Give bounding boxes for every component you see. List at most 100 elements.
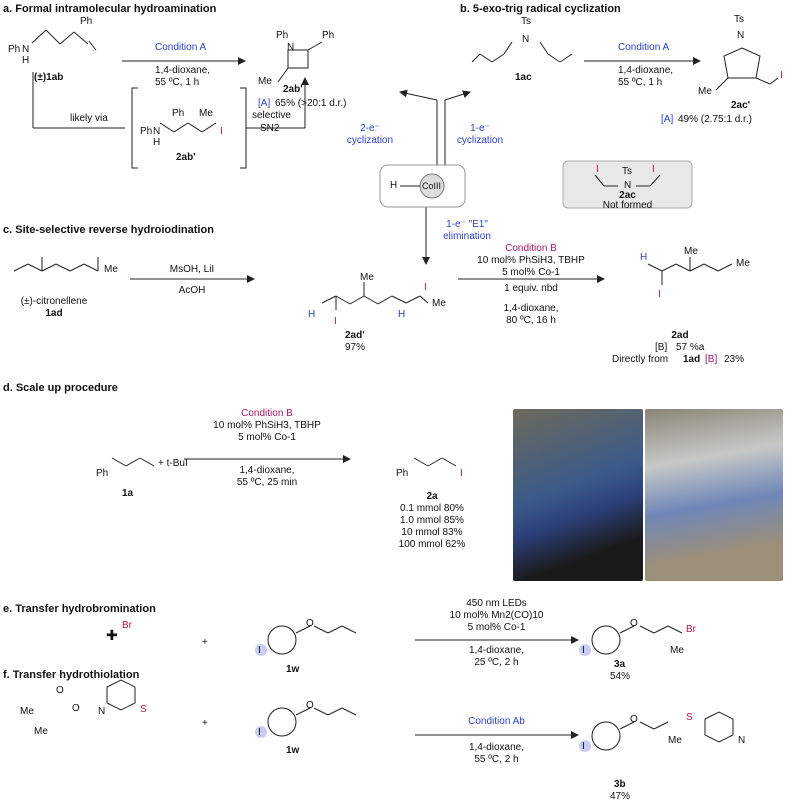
intermediate-label-2ad: 2ad' — [345, 330, 365, 341]
sm-label-1ac: 1ac — [515, 72, 532, 83]
sn2-label: SN2 — [260, 123, 280, 134]
condition-a-label: Condition A — [155, 42, 207, 53]
cond-d-line4: 55 ºC, 25 min — [236, 477, 298, 488]
atom-me: Me — [104, 264, 118, 275]
yield-f: 47% — [610, 791, 631, 802]
yield-a: 65% (>20:1 d.r.) — [275, 98, 347, 109]
catalyst-h: H — [390, 180, 398, 191]
cond-e-line3: 5 mol% Co-1 — [467, 622, 526, 633]
temp-time-b: 55 ºC, 1 h — [618, 77, 663, 88]
atom-ph: Ph — [276, 30, 289, 41]
atom-n: N — [98, 706, 106, 717]
scale-row: 0.1 mmol 80% — [400, 503, 464, 514]
sm-label-1a: 1a — [122, 488, 134, 499]
direct-sm: 1ad — [683, 354, 701, 365]
tbu-br-center: ✚ — [106, 627, 118, 643]
atom-o: O — [306, 618, 314, 629]
direct-yield: 23% — [724, 354, 745, 365]
likely-via-label: likely via — [70, 113, 108, 124]
plus-sign: + — [202, 637, 208, 648]
atom-ph: Ph — [322, 30, 335, 41]
condition-b-section-label: Condition A — [618, 42, 670, 53]
atom-i: I — [596, 164, 599, 175]
atom-me: Me — [34, 726, 48, 737]
product-label-2ab: 2ab' — [283, 84, 303, 95]
atom-h: H — [398, 309, 406, 320]
reagent-acoh: AcOH — [178, 285, 206, 296]
cond-c-line1: 10 mol% PhSiH3, TBHP — [477, 255, 585, 266]
atom-s: S — [140, 704, 147, 715]
atom-i: I — [582, 645, 585, 656]
reagent-tbui: + t-BuI — [158, 458, 188, 469]
sm-label-1w-f: 1w — [286, 745, 300, 756]
atom-o: O — [630, 714, 638, 725]
cond-d-line2: 5 mol% Co-1 — [238, 432, 296, 443]
atom-br: Br — [122, 620, 132, 631]
atom-i: I — [780, 70, 783, 81]
atom-o: O — [630, 618, 638, 629]
atom-i: I — [258, 727, 261, 738]
atom-h: H — [153, 137, 161, 148]
cond-c-line3: 1 equiv. nbd — [504, 283, 558, 294]
atom-n: N — [624, 180, 632, 191]
atom-n: N — [522, 34, 530, 45]
atom-me: Me — [684, 246, 698, 257]
atom-me: Me — [670, 645, 684, 656]
atom-me: Me — [698, 86, 712, 97]
intermediate-label-2ab: 2ab' — [176, 152, 196, 163]
yield-tag-c: [B] — [655, 342, 668, 353]
atom-n: N — [737, 30, 745, 41]
cond-c-line4: 1,4-dioxane, — [503, 303, 559, 314]
not-formed-text: Not formed — [602, 200, 653, 211]
product-label-2a: 2a — [426, 491, 438, 502]
intermediate-yield: 97% — [345, 342, 366, 353]
condition-b-label: Condition B — [505, 243, 557, 254]
heading-a: a. Formal intramolecular hydroamination — [3, 3, 217, 15]
condition-a-f: Condition Ab — [468, 716, 525, 727]
solvent-b: 1,4-dioxane, — [618, 65, 674, 76]
heading-d: d. Scale up procedure — [3, 382, 118, 394]
plus-sign: + — [202, 718, 208, 729]
direct-label: Directly from — [612, 354, 669, 365]
atom-me: Me — [736, 258, 750, 269]
atom-i: I — [658, 289, 661, 300]
atom-ph: Ph — [8, 44, 21, 55]
atom-n: N — [22, 44, 30, 55]
cond-d-line1: 10 mol% PhSiH3, TBHP — [213, 420, 321, 431]
atom-h: H — [22, 55, 30, 66]
scale-row: 10 mmol 83% — [401, 527, 463, 538]
mode-e1-sub: elimination — [443, 231, 491, 242]
atom-ts: Ts — [622, 166, 632, 177]
atom-i: I — [582, 741, 585, 752]
atom-o: O — [56, 685, 64, 696]
mode-e1-label: 1-e⁻ "E1" — [446, 219, 488, 230]
mode-1e-label: 1-e⁻ — [470, 123, 490, 134]
atom-ph: Ph — [140, 126, 153, 137]
atom-me: Me — [668, 735, 682, 746]
atom-n: N — [153, 126, 161, 137]
atom-i: I — [424, 282, 427, 293]
scale-row: 100 mmol 62% — [398, 539, 466, 550]
selective-label: selective — [252, 110, 291, 121]
product-label-3b: 3b — [614, 779, 626, 790]
cond-e-line1: 450 nm LEDs — [466, 598, 527, 609]
cond-e-line5: 25 ºC, 2 h — [474, 657, 519, 668]
cond-f-line1: 1,4-dioxane, — [468, 742, 525, 753]
atom-me: Me — [199, 108, 213, 119]
yield-tag-a: [A] — [258, 98, 271, 109]
atom-ph: Ph — [396, 468, 409, 479]
atom-ts: Ts — [521, 16, 531, 27]
heading-b: b. 5-exo-trig radical cyclization — [460, 3, 621, 15]
catalyst-co: CoIII — [422, 181, 442, 191]
atom-me: Me — [258, 76, 272, 87]
atom-o: O — [306, 700, 314, 711]
atom-n: N — [287, 42, 295, 53]
scale-row: 1.0 mmol 85% — [400, 515, 464, 526]
solvent-a: 1,4-dioxane, — [155, 65, 211, 76]
atom-ph: Ph — [96, 468, 109, 479]
atom-me: Me — [360, 272, 374, 283]
sm-name-citronellene: (±)-citronellene — [20, 296, 88, 307]
atom-h: H — [308, 309, 316, 320]
cond-f-line2: 55 ºC, 2 h — [474, 754, 519, 765]
sm-label-1w: 1w — [286, 664, 300, 675]
